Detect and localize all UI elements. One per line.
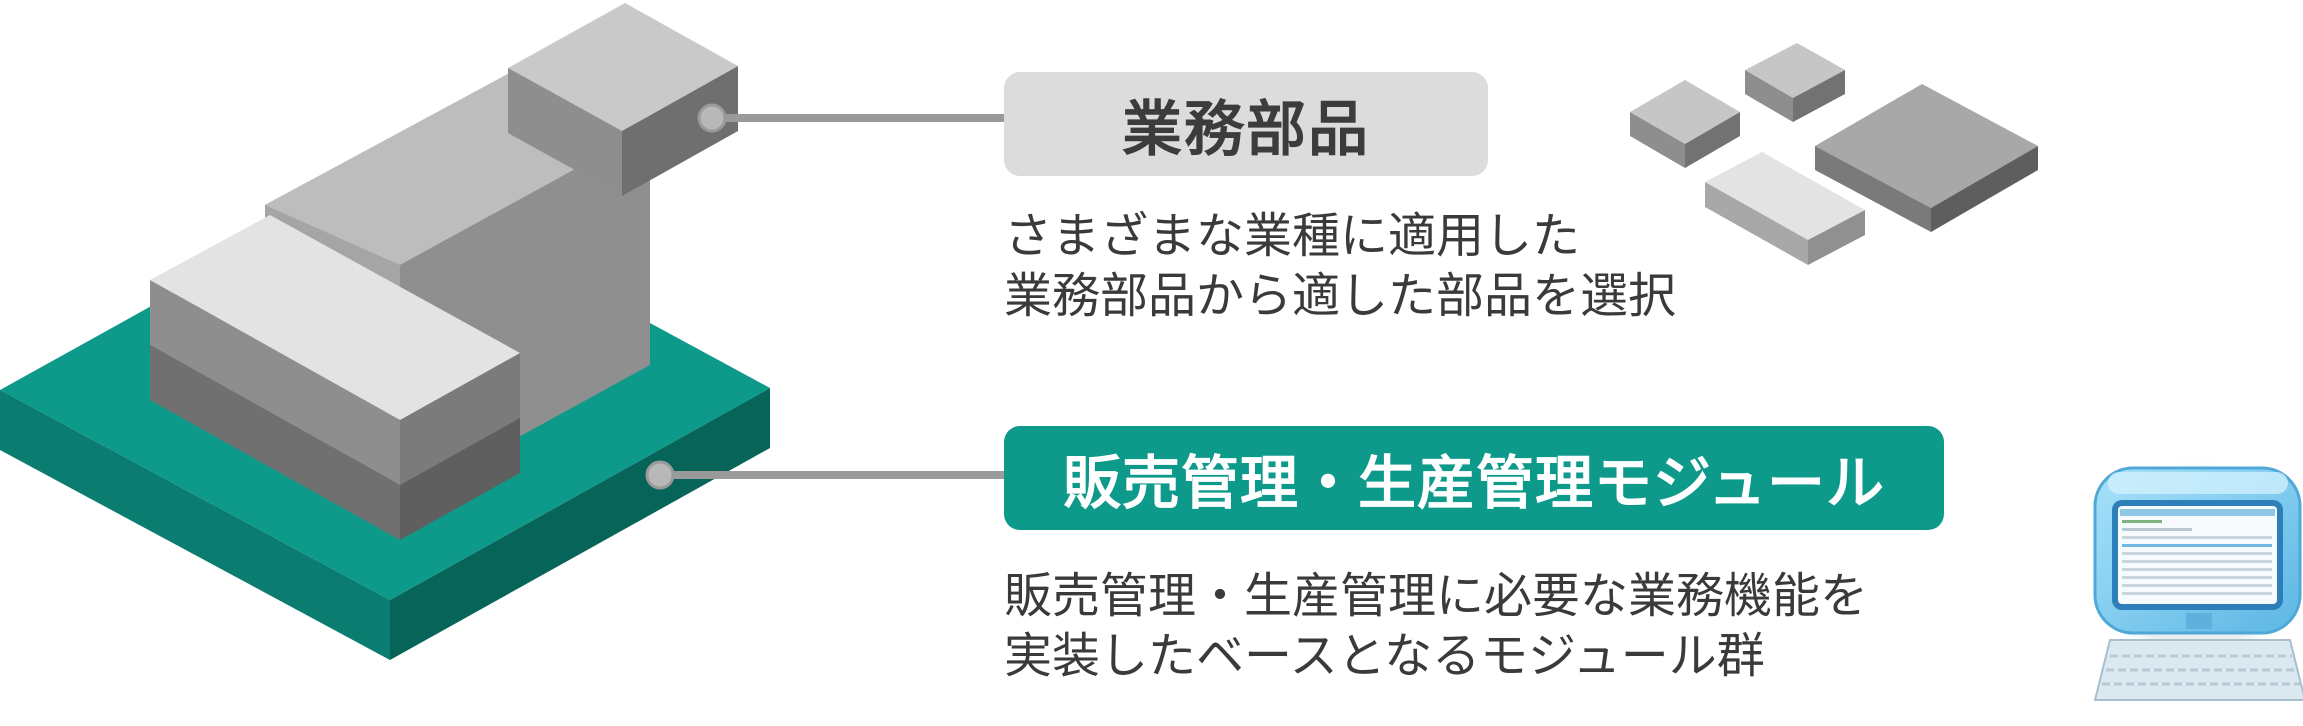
module-block-front [150,215,520,540]
parts-label-text: 業務部品 [1122,94,1370,165]
parts-description-line-2: 業務部品から適した部品を選択 [1004,268,1677,324]
module-label-text: 販売管理・生産管理モジュール [1063,449,1885,517]
cluster-block-3 [1705,152,1865,265]
parts-label: 業務部品 [1004,72,1488,176]
module-label: 販売管理・生産管理モジュール [1004,426,1944,530]
parts-description: さまざまな業種に適用した 業務部品から適した部品を選択 [1004,206,1676,326]
module-description-line-2: 実装したベースとなるモジュール群 [1004,628,1765,684]
computer-monitor-icon [2088,455,2303,701]
module-connector [645,460,1004,490]
parts-block [508,3,738,196]
parts-cluster [1630,43,2038,265]
parts-description-line-1: さまざまな業種に適用した [1004,208,1581,264]
module-description-line-1: 販売管理・生産管理に必要な業務機能を [1004,568,1869,624]
parts-connector [697,103,1004,133]
cluster-block-1 [1630,80,1740,168]
cluster-block-2 [1745,43,1845,122]
cluster-block-4 [1815,84,2038,232]
module-description: 販売管理・生産管理に必要な業務機能を 実装したベースとなるモジュール群 [1004,566,1868,686]
